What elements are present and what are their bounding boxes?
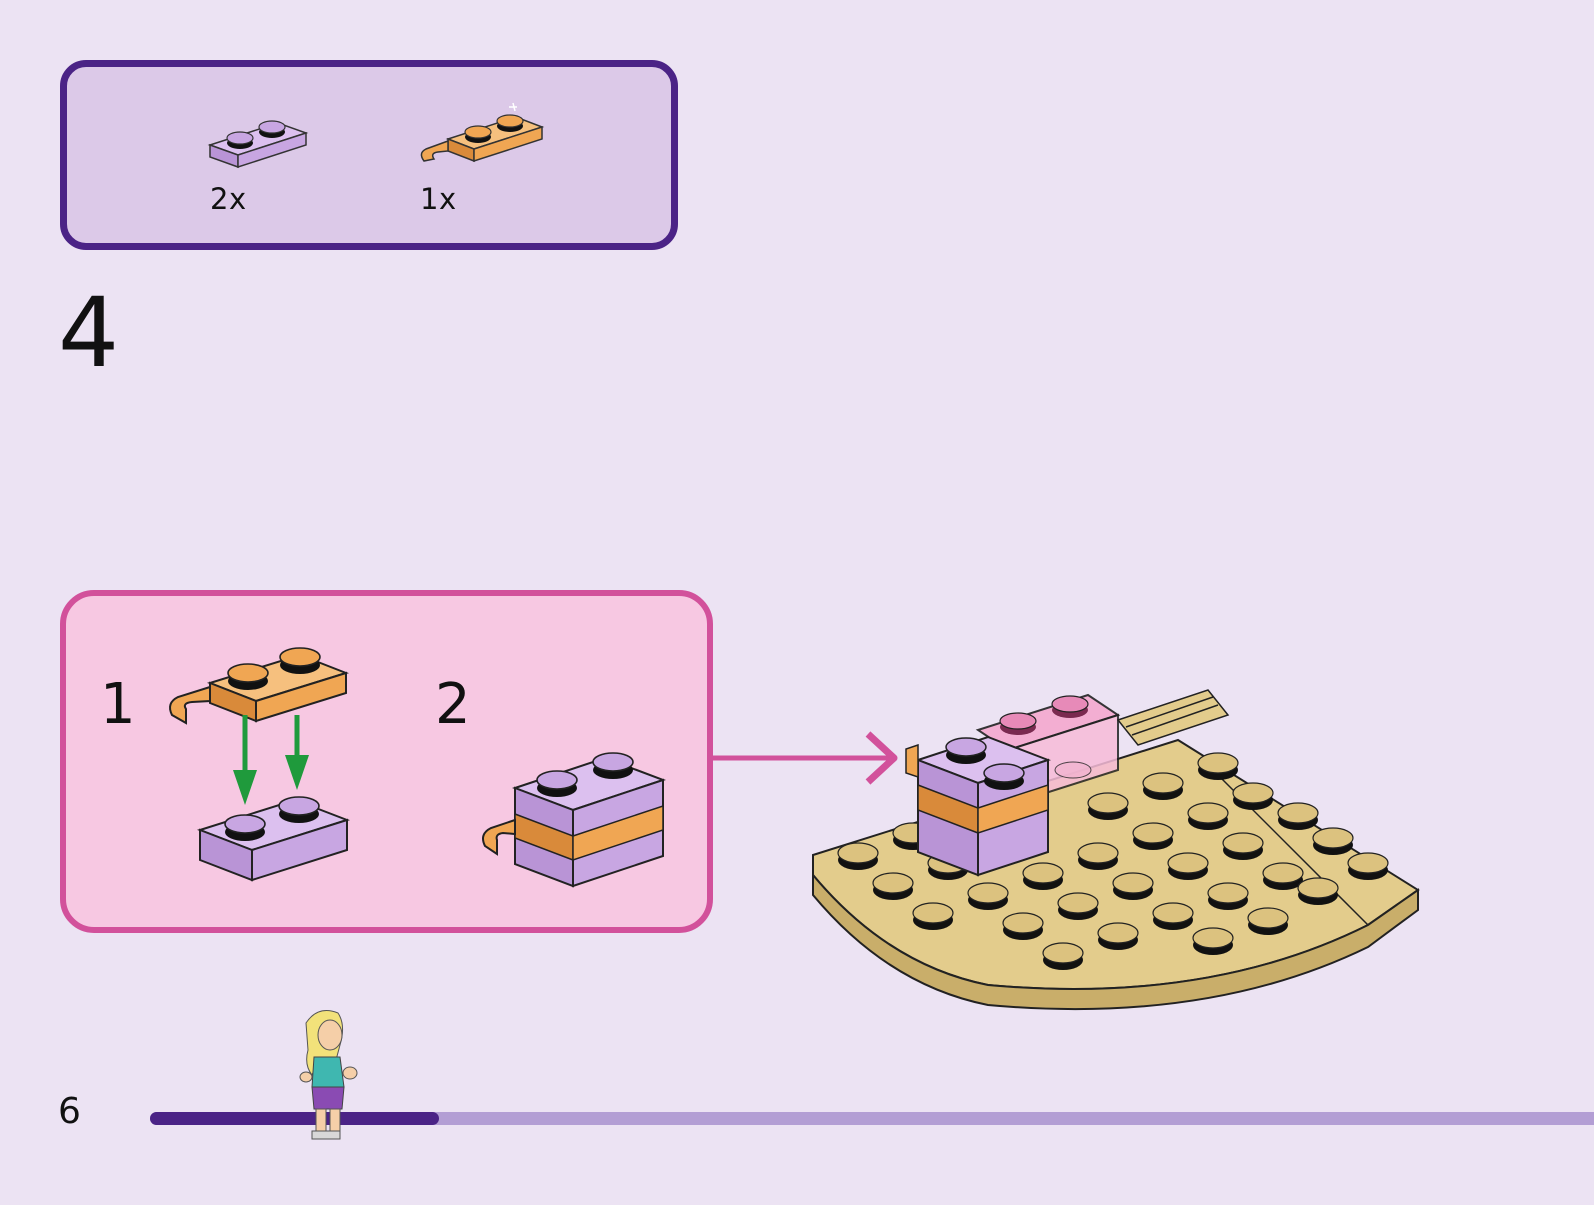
progress-track [150, 1112, 1594, 1125]
part-plate-lavender-icon [207, 120, 309, 169]
substep1-orange-clip-plate-icon [169, 647, 350, 725]
page-number: 6 [58, 1091, 81, 1132]
pink-arrow-icon [708, 731, 898, 785]
part-qty-label: 1x [420, 182, 457, 216]
down-arrow-icon [233, 715, 309, 805]
parts-list-panel [60, 60, 678, 250]
step-number: 4 [58, 277, 120, 389]
substep-number: 2 [435, 672, 471, 737]
progress-fill [150, 1112, 439, 1125]
substep1-lavender-plate-icon [196, 796, 351, 882]
substep2-stack-assembly-icon [482, 752, 666, 888]
substep-number: 1 [100, 672, 136, 737]
model-assembly-icon [812, 689, 1420, 1011]
part-qty-label: 2x [210, 182, 247, 216]
minifigure-icon [299, 1010, 358, 1140]
part-plate-clip-orange-icon [420, 102, 545, 163]
